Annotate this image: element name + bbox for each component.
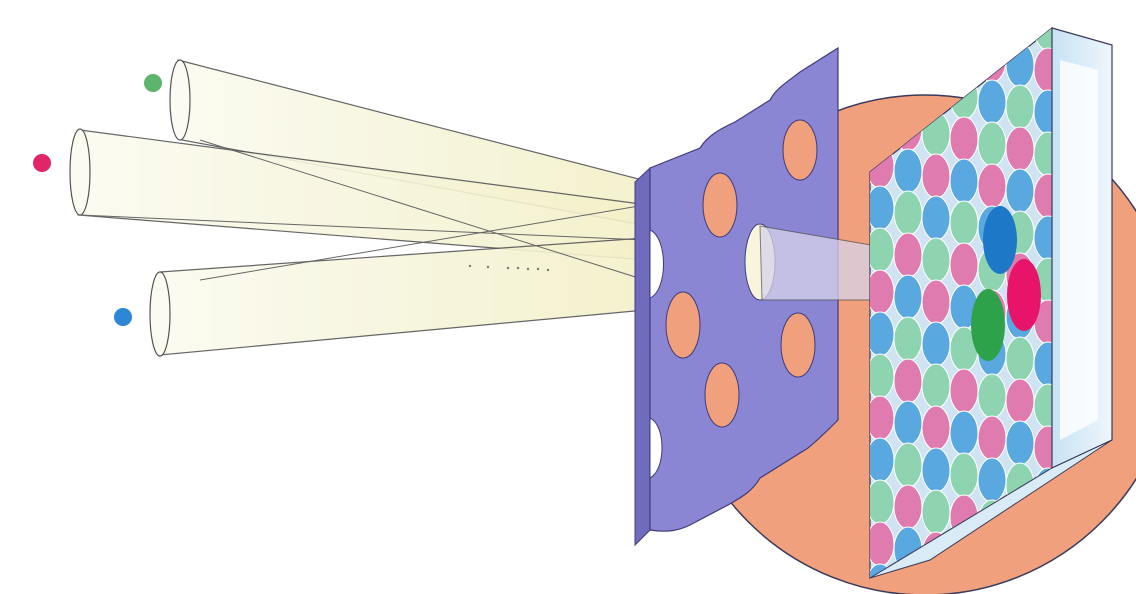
phosphor-dot [922, 364, 950, 408]
phosphor-dot [866, 312, 894, 356]
phosphor-dot [950, 159, 978, 203]
phosphor-dot [894, 443, 922, 487]
phosphor-dot [922, 490, 950, 534]
phosphor-dot [922, 448, 950, 492]
mask-hole [705, 363, 739, 427]
phosphor-dot [866, 18, 894, 62]
phosphor-dot [950, 411, 978, 455]
phosphor-dot [866, 354, 894, 398]
phosphor-dot [894, 149, 922, 193]
phosphor-dot [978, 416, 1006, 460]
phosphor-dot [922, 0, 950, 30]
phosphor-dot [978, 458, 1006, 502]
phosphor-dot [922, 28, 950, 72]
phosphor-dot [866, 186, 894, 230]
lit-green-phosphor [971, 289, 1005, 361]
phosphor-dot [894, 485, 922, 529]
phosphor-dot [866, 522, 894, 566]
phosphor-dot [1006, 0, 1034, 3]
phosphor-dot [1006, 379, 1034, 423]
mask-hole [703, 173, 737, 237]
phosphor-dot [922, 406, 950, 450]
phosphor-dot [1006, 337, 1034, 381]
phosphor-dot [922, 154, 950, 198]
phosphor-dot [1006, 1, 1034, 45]
phosphor-dot [978, 374, 1006, 418]
phosphor-dot [978, 164, 1006, 208]
phosphor-dot [950, 117, 978, 161]
red-beam-end [70, 129, 90, 215]
phosphor-dot [922, 238, 950, 282]
phosphor-dot [950, 369, 978, 413]
phosphor-dot [950, 0, 978, 35]
phosphor-dot [866, 480, 894, 524]
phosphor-dot [894, 23, 922, 67]
phosphor-dot [950, 33, 978, 77]
blue-gun-dot [114, 308, 132, 326]
phosphor-dot [950, 201, 978, 245]
red-gun-dot [33, 154, 51, 172]
phosphor-dot [978, 122, 1006, 166]
phosphor-dot [922, 196, 950, 240]
phosphor-dot [950, 243, 978, 287]
phosphor-dot [1006, 127, 1034, 171]
phosphor-dot [866, 438, 894, 482]
phosphor-dot [1006, 421, 1034, 465]
phosphor-dot [866, 396, 894, 440]
phosphor-dot [1006, 43, 1034, 87]
blue-beam [160, 238, 645, 355]
green-gun-dot [144, 74, 162, 92]
phosphor-dot [978, 0, 1006, 40]
phosphor-dot [894, 401, 922, 445]
electron-beams [70, 60, 650, 356]
phosphor-dot [978, 80, 1006, 124]
phosphor-dot [922, 280, 950, 324]
phosphor-dot [950, 453, 978, 497]
phosphor-dot [894, 191, 922, 235]
mask-hole [781, 313, 815, 377]
mask-hole [666, 292, 700, 358]
phosphor-dot [866, 228, 894, 272]
blue-beam-end [150, 272, 170, 356]
phosphor-dot [1006, 85, 1034, 129]
phosphor-dot [1006, 169, 1034, 213]
lit-red-phosphor [1007, 259, 1041, 331]
phosphor-dot [866, 270, 894, 314]
green-beam-end [170, 60, 190, 140]
phosphor-dot [894, 317, 922, 361]
phosphor-dot [922, 322, 950, 366]
mask-hole [783, 120, 817, 180]
lit-blue-phosphor [983, 206, 1017, 274]
phosphor-dot [894, 359, 922, 403]
phosphor-dot [1034, 0, 1062, 8]
phosphor-dot [894, 275, 922, 319]
phosphor-dot [894, 233, 922, 277]
